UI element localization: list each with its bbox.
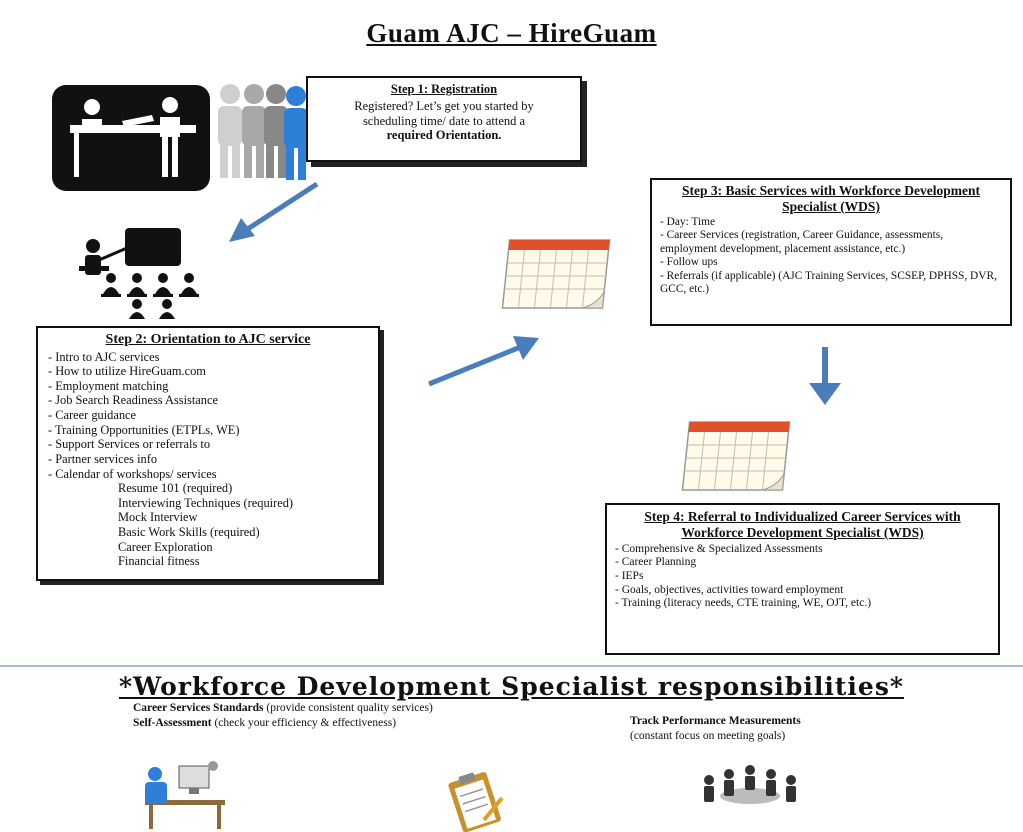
- step1-heading: Step 1: Registration: [390, 82, 498, 96]
- list-item: - Support Services or referrals to: [48, 437, 211, 452]
- list-item: - Partner services info: [48, 451, 158, 466]
- responsibility-note: (check your efficiency & effectiveness): [211, 717, 397, 729]
- list-item: - Training Opportunities (ETPLs, WE): [48, 422, 240, 437]
- list-item: - How to utilize HireGuam.com: [48, 364, 206, 379]
- step2-heading: Step 2: Orientation to AJC service: [105, 332, 311, 347]
- responsibility-note: (provide consistent quality services): [263, 702, 433, 714]
- responsibility-self-assessment: Self-Assessment (check your efficiency &…: [133, 717, 396, 729]
- step2-list: - Intro to AJC services - How to utilize…: [48, 350, 368, 569]
- responsibility-performance: Track Performance Measurements: [630, 715, 801, 727]
- calendar-icon: [501, 239, 611, 309]
- section-divider: [0, 665, 1023, 667]
- team-meeting-icon: [704, 765, 796, 804]
- responsibility-label: Career Services Standards: [133, 702, 264, 714]
- list-item: - Employment matching: [48, 378, 169, 393]
- step4-list: - Comprehensive & Specialized Assessment…: [615, 543, 990, 611]
- step2-orientation-box: Step 2: Orientation to AJC service - Int…: [36, 326, 380, 581]
- list-item: - Career Services (registration, Career …: [660, 229, 944, 255]
- step1-line2: scheduling time/ date to attend a: [362, 113, 526, 128]
- list-item: - Comprehensive & Specialized Assessment…: [615, 542, 823, 555]
- workshop-item: Mock Interview: [118, 510, 198, 525]
- wds-responsibilities-title: *Workforce Development Specialist respon…: [119, 672, 904, 701]
- clipboard-icon: [448, 772, 504, 832]
- responsibility-label: Track Performance Measurements: [630, 715, 801, 727]
- list-item: - Career Planning: [615, 556, 697, 569]
- step4-individualized-services-box: Step 4: Referral to Individualized Caree…: [605, 503, 1000, 655]
- arrow-step3-to-step4: [809, 347, 841, 405]
- responsibility-career-services: Career Services Standards (provide consi…: [133, 702, 433, 714]
- list-item: - Career guidance: [48, 408, 137, 423]
- list-item: - Intro to AJC services: [48, 349, 160, 364]
- workshop-item: Resume 101 (required): [118, 481, 233, 496]
- step3-list: - Day: Time - Career Services (registrat…: [660, 216, 1002, 297]
- workshop-item: Career Exploration: [118, 539, 213, 554]
- computer-worker-icon: [145, 761, 225, 829]
- list-item: - Training (literacy needs, CTE training…: [615, 597, 872, 610]
- step1-line1: Registered? Let’s get you started by: [354, 98, 534, 113]
- list-item: - Follow ups: [660, 256, 718, 269]
- page-title: Guam AJC – HireGuam: [366, 18, 657, 48]
- step3-basic-services-box: Step 3: Basic Services with Workforce De…: [650, 178, 1012, 326]
- list-item: - Calendar of workshops/ services: [48, 466, 217, 481]
- responsibility-note: (constant focus on meeting goals): [630, 730, 786, 742]
- presentation-audience-icon: [79, 228, 199, 319]
- step4-heading: Step 4: Referral to Individualized Caree…: [644, 509, 961, 540]
- step1-line3: required Orientation.: [386, 128, 502, 143]
- arrow-step2-to-step3: [428, 336, 539, 387]
- calendar-icon: [681, 421, 791, 491]
- responsibility-label: Self-Assessment: [133, 717, 212, 729]
- step3-heading: Step 3: Basic Services with Workforce De…: [682, 183, 980, 214]
- list-item: - Job Search Readiness Assistance: [48, 393, 218, 408]
- reception-desk-icon: [52, 85, 210, 191]
- list-item: - Goals, objectives, activities toward e…: [615, 583, 844, 596]
- arrow-step1-to-step2: [229, 181, 319, 242]
- list-item: - Day: Time: [660, 215, 716, 228]
- list-item: - Referrals (if applicable) (AJC Trainin…: [660, 269, 997, 296]
- workshop-item: Interviewing Techniques (required): [118, 495, 294, 510]
- list-item: - IEPs: [615, 569, 644, 582]
- workshop-item: Financial fitness: [118, 554, 200, 569]
- step1-registration-box: Step 1: Registration Registered? Let’s g…: [306, 76, 582, 162]
- queue-people-icon: [218, 84, 308, 180]
- workshop-item: Basic Work Skills (required): [118, 525, 260, 540]
